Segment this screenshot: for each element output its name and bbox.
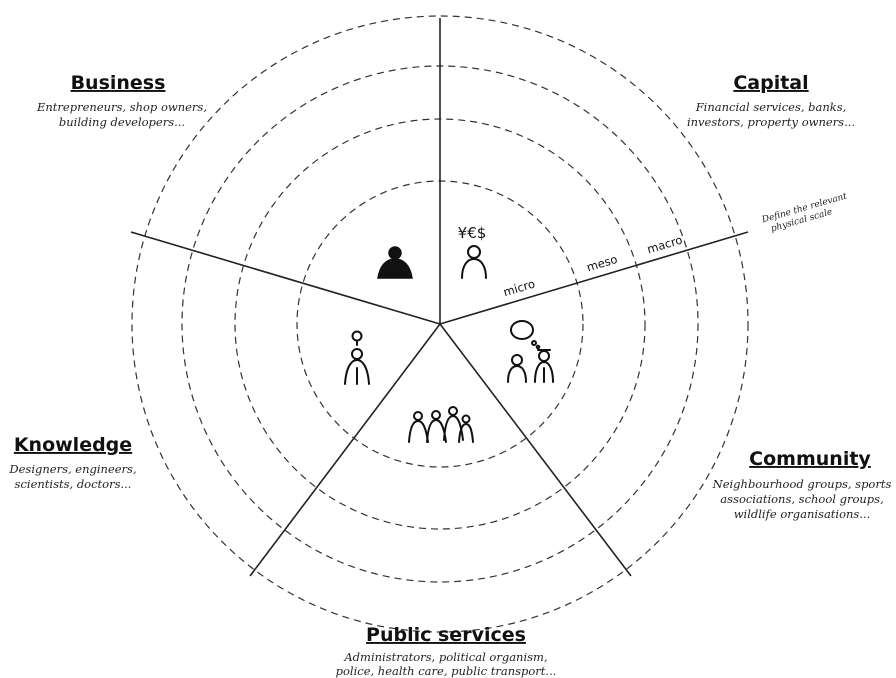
- community-label: Community Neighbourhood groups, sports a…: [712, 448, 892, 521]
- capital-description-line-2: investors, property owners...: [687, 115, 855, 129]
- public-services-title: Public services: [366, 624, 526, 646]
- business-description-line-1: Entrepreneurs, shop owners,: [36, 100, 207, 114]
- capital-description-line-1: Financial services, banks,: [695, 100, 847, 114]
- divider-business-knowledge: [130, 231, 441, 325]
- capital-title: Capital: [733, 72, 808, 94]
- divider-public-community: [439, 323, 632, 577]
- scale-label-meso: meso: [585, 252, 619, 274]
- community-description-line-3: wildlife organisations...: [734, 507, 871, 521]
- knowledge-description-line-2: scientists, doctors...: [15, 477, 132, 491]
- business-label: Business Entrepreneurs, shop owners, bui…: [36, 72, 207, 129]
- scale-note: Define the relevant physical scale: [760, 192, 849, 235]
- knowledge-description-line-1: Designers, engineers,: [8, 462, 136, 476]
- businessperson-icon: [377, 246, 413, 279]
- community-description-line-1: Neighbourhood groups, sports: [712, 477, 892, 491]
- ring-outer: [131, 15, 749, 633]
- investor-icon: ¥€$: [458, 224, 487, 279]
- public-services-label: Public services Administrators, politica…: [336, 624, 557, 678]
- knowledge-title: Knowledge: [14, 434, 132, 456]
- divider-knowledge-public: [249, 323, 441, 577]
- public-services-description-line-1: Administrators, political organism,: [343, 650, 547, 664]
- capital-label: Capital Financial services, banks, inves…: [687, 72, 855, 129]
- business-description-line-2: building developers...: [59, 115, 185, 129]
- community-people-icon: [507, 320, 554, 383]
- community-title: Community: [749, 448, 871, 470]
- currency-symbols-icon: ¥€$: [458, 224, 487, 242]
- sector-dividers: [130, 18, 749, 577]
- lightbulb-person-icon: [344, 330, 370, 385]
- community-description-line-2: associations, school groups,: [720, 492, 883, 506]
- scale-label-micro: micro: [502, 277, 537, 300]
- public-group-icon: [408, 406, 474, 443]
- public-services-description-line-2: police, health care, public transport...: [336, 664, 557, 678]
- divider-capital-community: [439, 231, 749, 325]
- scale-labels: micro meso macro: [502, 233, 684, 300]
- business-title: Business: [71, 72, 166, 94]
- knowledge-label: Knowledge Designers, engineers, scientis…: [8, 434, 136, 491]
